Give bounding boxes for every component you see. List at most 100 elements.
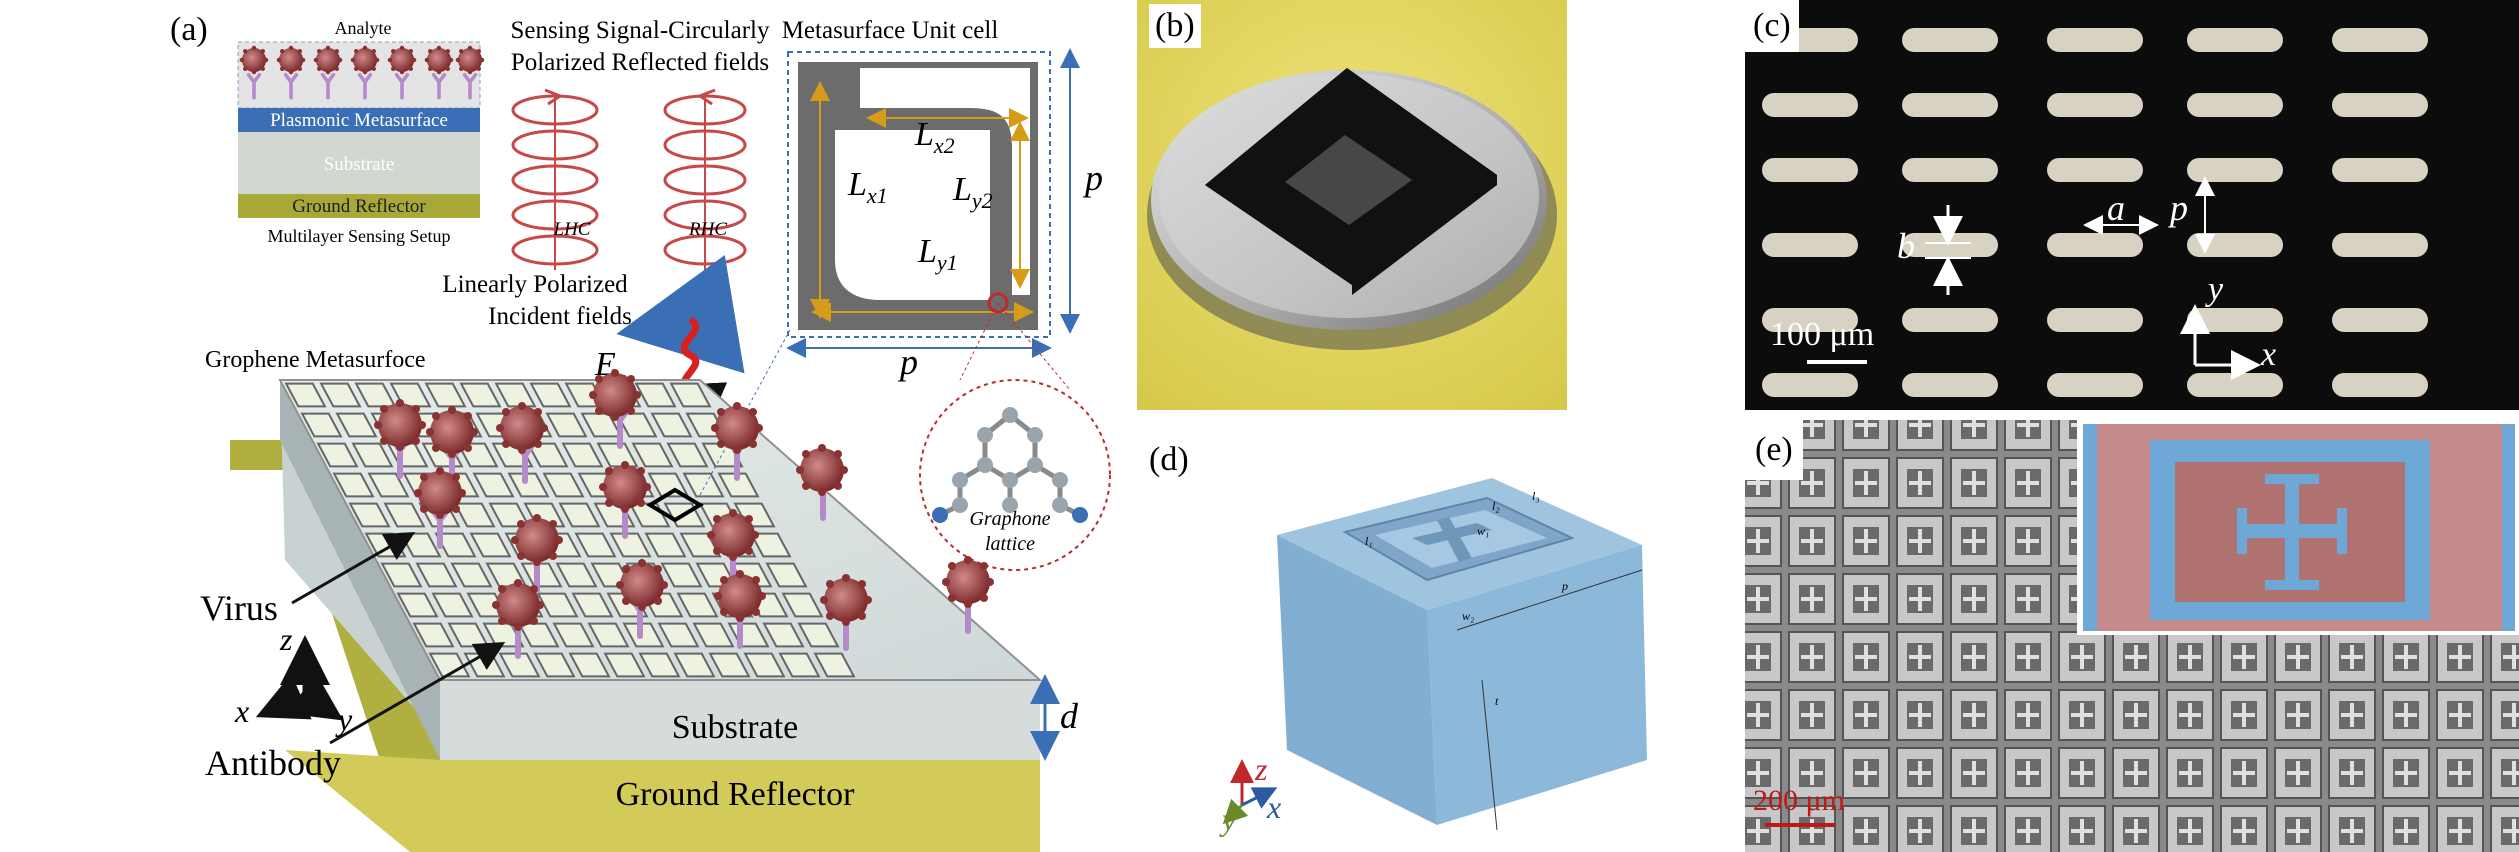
metal-pill	[2332, 308, 2428, 332]
panel-a: (a) Analyte Plasmonic Metasurface Substr…	[0, 0, 1130, 852]
antibody-pointer	[329, 642, 506, 745]
grid-cell	[380, 562, 423, 588]
metal-pill	[2332, 233, 2428, 257]
metal-pill	[2047, 308, 2143, 332]
unit-square	[2436, 747, 2484, 799]
unit-square	[2112, 747, 2160, 799]
d-axis-y-arrow	[1222, 798, 1249, 825]
unit-square	[1745, 805, 1782, 852]
unit-square	[2436, 805, 2484, 852]
active-area	[1285, 135, 1412, 225]
dim-a-label: a	[2107, 188, 2125, 228]
unit-square	[1950, 747, 1998, 799]
graphene-lattice-label1: Graphone	[969, 508, 1050, 530]
incident-line2: Incident fields	[488, 303, 632, 330]
antibody-label: Antibody	[205, 743, 341, 783]
rhc-label: RHC	[688, 219, 727, 240]
unit-square	[2382, 631, 2430, 683]
inset-metasurface-layer	[238, 108, 480, 132]
metal-pill	[2047, 28, 2143, 52]
unit-square	[2058, 805, 2106, 852]
unit-cell-p-right: p	[1082, 158, 1103, 198]
grid-cell	[596, 442, 639, 468]
unit-square	[2058, 747, 2106, 799]
grid-cell	[609, 532, 652, 558]
unit-square	[1842, 747, 1890, 799]
unit-square	[1896, 573, 1944, 625]
d-dim-t: t	[1495, 694, 1499, 708]
inset-substrate-layer	[238, 132, 480, 194]
grid-cell	[545, 412, 588, 438]
grid-cell	[650, 412, 693, 438]
unit-square	[2328, 805, 2376, 852]
unit-square	[2490, 689, 2519, 741]
panel-b: (b)	[1137, 0, 1567, 410]
grid-cell	[778, 652, 821, 678]
unit-square	[1950, 515, 1998, 567]
metal-pill	[2047, 93, 2143, 117]
sensing-signal-line1: Sensing Signal-Circularly	[511, 17, 770, 44]
metal-pill	[2187, 28, 2283, 52]
unit-square	[2004, 747, 2052, 799]
unit-square	[1745, 631, 1782, 683]
unit-square	[2112, 631, 2160, 683]
c-axis-y-label: y	[2205, 271, 2224, 308]
unit-square	[2166, 689, 2214, 741]
unit-square	[2166, 747, 2214, 799]
grid-cell	[644, 532, 687, 558]
unit-square	[2490, 805, 2519, 852]
unit-square	[1842, 805, 1890, 852]
unit-square	[2004, 515, 2052, 567]
unit-square	[2004, 689, 2052, 741]
d-dim-w1: w₁	[1477, 524, 1489, 538]
unit-square	[1788, 689, 1836, 741]
grid-cell	[762, 622, 805, 648]
panel-e-label: (e)	[1745, 420, 1803, 480]
graphene-lattice-label2: lattice	[985, 533, 1035, 555]
grid-cell	[469, 532, 512, 558]
grid-cell	[434, 532, 477, 558]
grid-cell	[603, 652, 646, 678]
unit-square	[1842, 689, 1890, 741]
metal-pill	[1762, 233, 1858, 257]
unit-square	[1842, 515, 1890, 567]
unit-square	[2382, 689, 2430, 741]
e-scale-label: 200 μm	[1753, 784, 1845, 817]
grid-cell	[631, 442, 674, 468]
metal-pill	[2332, 373, 2428, 397]
grid-cell	[666, 442, 709, 468]
d-dim-l2: l₂	[1492, 499, 1500, 513]
unit-square	[2490, 747, 2519, 799]
axis-x-label: x	[234, 693, 249, 729]
metal-pill	[1762, 373, 1858, 397]
grid-cell	[332, 472, 375, 498]
d-axis-x-label: x	[1266, 789, 1281, 825]
unit-square	[2220, 631, 2268, 683]
panel-c-label: (c)	[1745, 0, 1799, 52]
unit-square	[1896, 689, 1944, 741]
metal-pill	[2187, 373, 2283, 397]
grid-cell	[568, 652, 611, 678]
grid-cell	[673, 652, 716, 678]
axes-icon	[255, 635, 344, 721]
unit-square	[2220, 747, 2268, 799]
unit-square	[2436, 689, 2484, 741]
grid-cell	[765, 562, 808, 588]
metal-pill	[2187, 308, 2283, 332]
grid-cell	[587, 622, 630, 648]
metal-pill	[1902, 28, 1998, 52]
grid-cell	[558, 502, 601, 528]
unit-cell-title: Metasurface Unit cell	[782, 17, 999, 44]
incident-line1: Linearly Polarized	[442, 271, 628, 298]
d-dim-w2: w₂	[1462, 609, 1474, 623]
unit-square	[1842, 420, 1890, 451]
grid-cell	[781, 592, 824, 618]
grid-cell	[634, 382, 677, 408]
grid-cell	[533, 652, 576, 678]
inset-ground-label: Ground Reflector	[292, 196, 426, 217]
panel-c: b a p y x 100 μm (c)	[1745, 0, 2519, 410]
metal-pill	[2332, 28, 2428, 52]
grid-cell	[615, 412, 658, 438]
grid-cell	[424, 382, 467, 408]
virus-pointer	[291, 532, 416, 605]
